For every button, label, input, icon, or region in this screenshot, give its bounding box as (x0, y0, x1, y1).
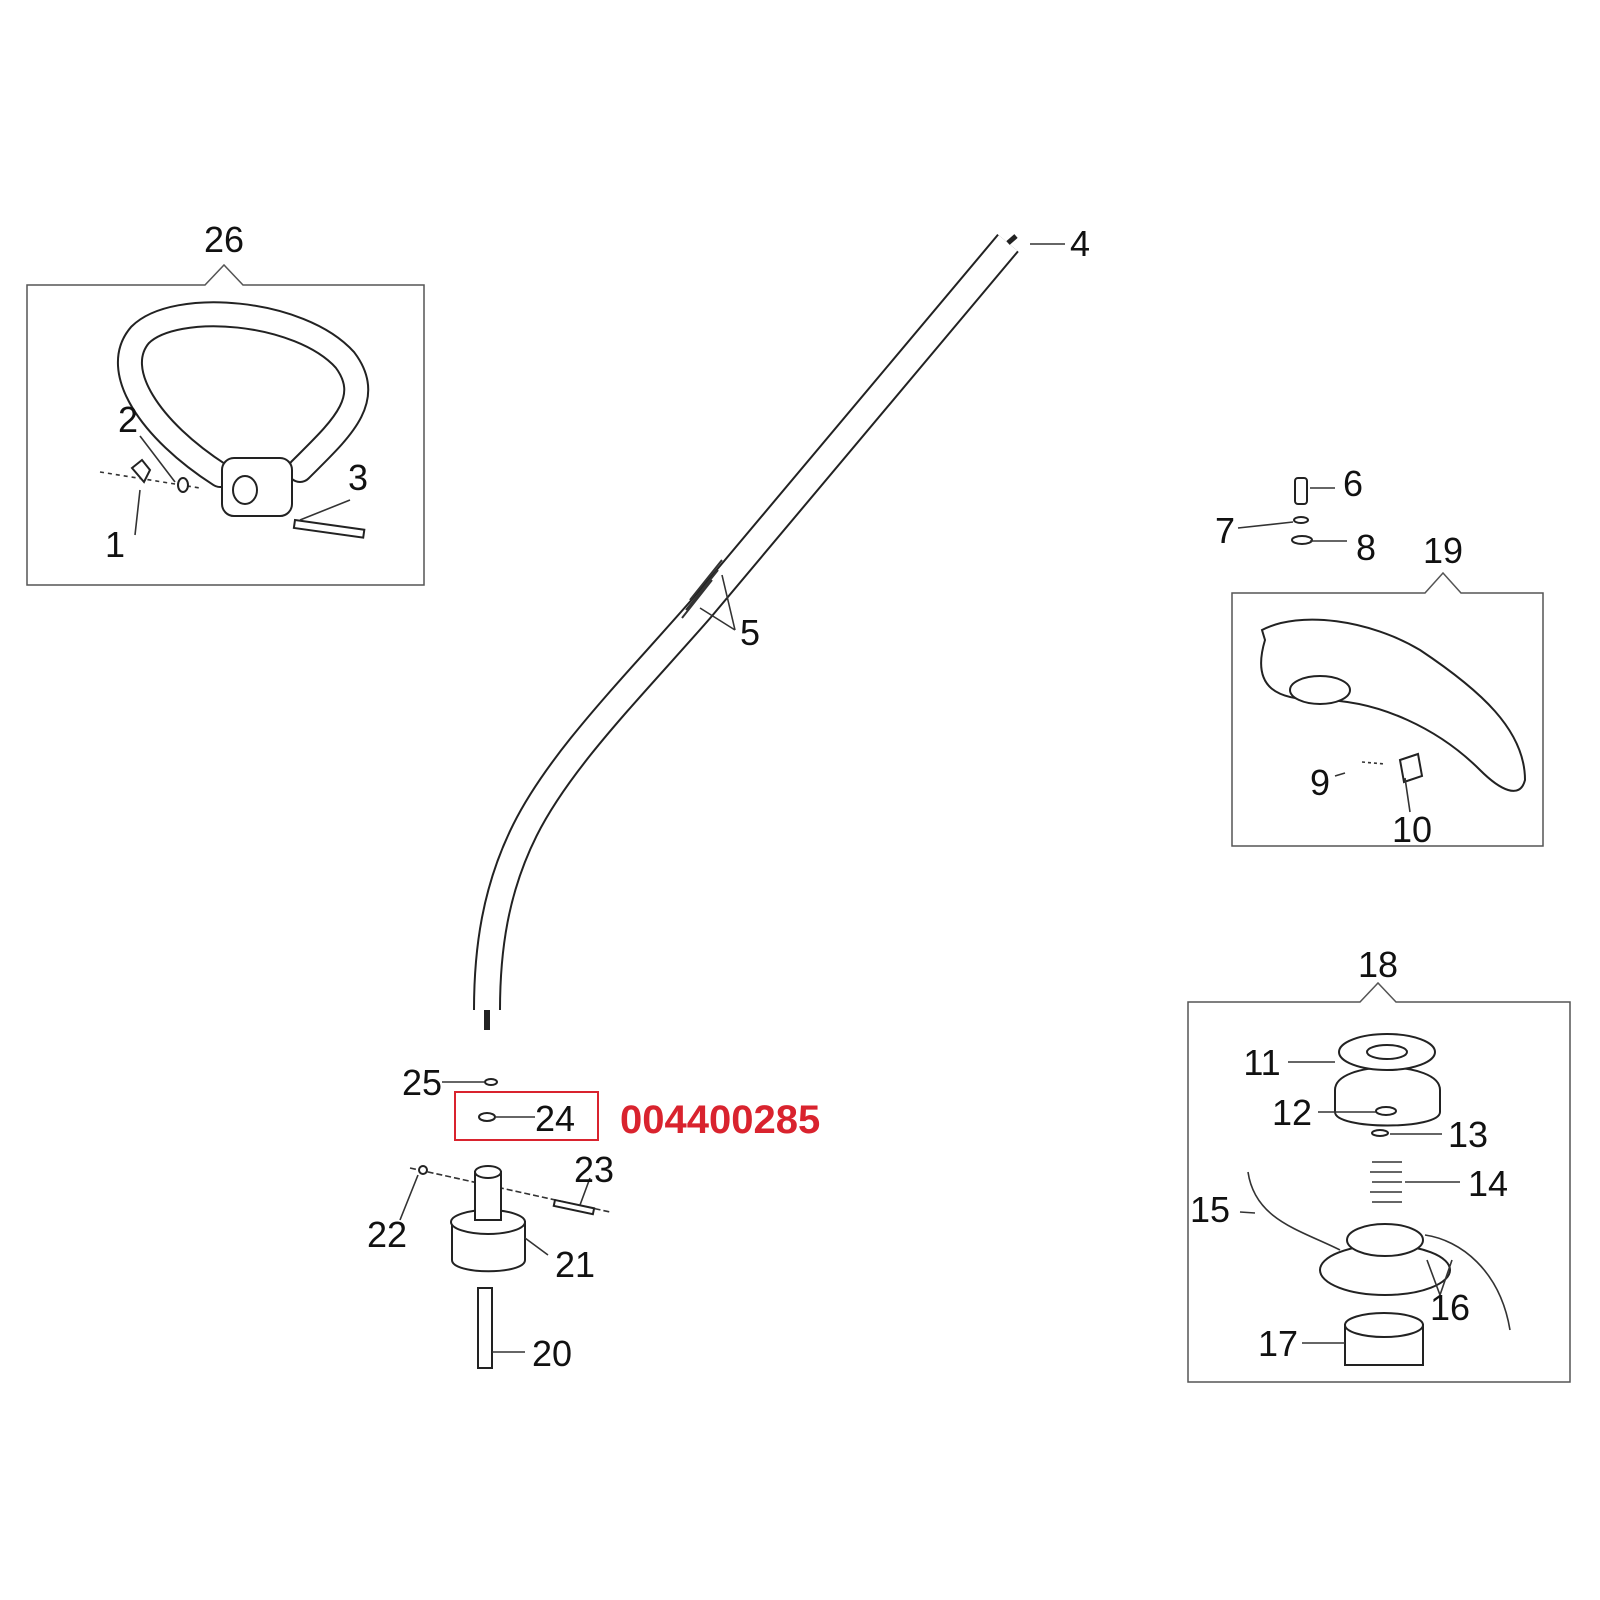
callout-17: 17 (1258, 1323, 1298, 1364)
callout-26: 26 (204, 219, 244, 260)
gear-head-parts (409, 1078, 611, 1369)
callout-7: 7 (1215, 510, 1235, 551)
callout-16: 16 (1430, 1287, 1470, 1328)
callout-11: 11 (1243, 1042, 1280, 1083)
callout-24: 24 (535, 1098, 575, 1139)
callout-13: 13 (1448, 1114, 1488, 1155)
callout-14: 14 (1468, 1163, 1508, 1204)
callout-1: 1 (105, 524, 125, 565)
callout-8: 8 (1356, 527, 1376, 568)
assembly-box-26 (26, 263, 425, 586)
callout-21: 21 (555, 1244, 595, 1285)
leader-lines (134, 243, 1460, 1353)
drive-shaft (473, 234, 1019, 1030)
trimmer-head (1247, 1033, 1511, 1366)
callout-25: 25 (402, 1062, 442, 1103)
highlight-part-number: 004400285 (620, 1098, 820, 1142)
callout-labels: 26 2 3 1 4 5 6 7 8 19 9 10 18 11 12 13 1… (105, 219, 1508, 1374)
grass-guard (1260, 618, 1527, 792)
callout-12: 12 (1272, 1092, 1312, 1133)
callout-10: 10 (1392, 809, 1432, 850)
screws-6-8 (1291, 477, 1313, 545)
highlight-box-24 (454, 1091, 599, 1141)
callout-2: 2 (118, 399, 138, 440)
callout-18: 18 (1358, 944, 1398, 985)
callout-20: 20 (532, 1333, 572, 1374)
callout-15: 15 (1190, 1189, 1230, 1230)
assembly-box-18 (1187, 981, 1571, 1383)
callout-5: 5 (740, 612, 760, 653)
callout-6: 6 (1343, 463, 1363, 504)
callout-9: 9 (1310, 762, 1330, 803)
callout-22: 22 (367, 1214, 407, 1255)
assembly-box-19 (1231, 571, 1544, 847)
callout-19: 19 (1423, 530, 1463, 571)
callout-3: 3 (348, 457, 368, 498)
callout-23: 23 (574, 1149, 614, 1190)
callout-4: 4 (1070, 223, 1090, 264)
loop-handle (99, 301, 370, 539)
